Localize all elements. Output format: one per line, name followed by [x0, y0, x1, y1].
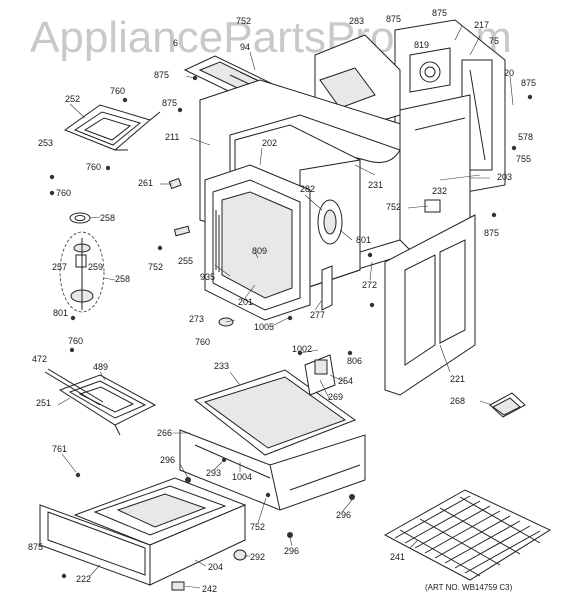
callout-204: 204 — [208, 562, 223, 572]
callout-254: 254 — [338, 376, 353, 386]
callout-472: 472 — [32, 354, 47, 364]
screws — [49, 75, 533, 579]
callout-760: 760 — [86, 162, 101, 172]
oven-light-assembly — [59, 212, 105, 313]
callout-935: 935 — [200, 272, 215, 282]
callout-258: 258 — [100, 213, 115, 223]
leader-lines — [57, 25, 514, 589]
outer-side-panel — [384, 214, 476, 396]
callout-296: 296 — [160, 455, 175, 465]
callout-273: 273 — [189, 314, 204, 324]
callout-578: 578 — [518, 132, 533, 142]
callout-258: 258 — [115, 274, 130, 284]
callout-752: 752 — [386, 202, 401, 212]
callout-875: 875 — [521, 78, 536, 88]
callout-221: 221 — [450, 374, 465, 384]
callout-6: 6 — [173, 38, 178, 48]
callout-752: 752 — [148, 262, 163, 272]
callout-806: 806 — [347, 356, 362, 366]
callout-231: 231 — [368, 180, 383, 190]
callout-282: 282 — [300, 184, 315, 194]
callout-293: 293 — [206, 468, 221, 478]
callout-1002: 1002 — [292, 344, 312, 354]
misc-small-parts — [168, 177, 526, 591]
callout-266: 266 — [157, 428, 172, 438]
bottom-base-pan — [179, 369, 366, 511]
callout-296: 296 — [336, 510, 351, 520]
callout-760: 760 — [56, 188, 71, 198]
callout-268: 268 — [450, 396, 465, 406]
callout-261: 261 — [138, 178, 153, 188]
callout-251: 251 — [36, 398, 51, 408]
callout-875: 875 — [28, 542, 43, 552]
callout-875: 875 — [432, 8, 447, 18]
callout-259: 259 — [88, 262, 103, 272]
callout-233: 233 — [214, 361, 229, 371]
callout-875: 875 — [162, 98, 177, 108]
callout-203: 203 — [497, 172, 512, 182]
oven-front-frame — [204, 164, 311, 321]
callout-94: 94 — [240, 42, 250, 52]
callout-801: 801 — [53, 308, 68, 318]
callout-277: 277 — [310, 310, 325, 320]
broil-element — [63, 104, 161, 151]
callout-292: 292 — [250, 552, 265, 562]
callout-241: 241 — [390, 552, 405, 562]
callout-269: 269 — [328, 392, 343, 402]
callout-819: 819 — [414, 40, 429, 50]
callout-875: 875 — [386, 14, 401, 24]
callout-752: 752 — [250, 522, 265, 532]
callout-252: 252 — [65, 94, 80, 104]
bake-element — [44, 368, 157, 436]
callout-760: 760 — [195, 337, 210, 347]
callout-875: 875 — [154, 70, 169, 80]
callout-labels: 875 875 752 6 94 283 875 875 819 217 75 … — [28, 8, 536, 594]
callout-20: 20 — [504, 68, 514, 78]
callout-752: 752 — [236, 16, 251, 26]
callout-489: 489 — [93, 362, 108, 372]
callout-217: 217 — [474, 20, 489, 30]
storage-drawer — [39, 477, 247, 586]
callout-296: 296 — [284, 546, 299, 556]
callout-257: 257 — [52, 262, 67, 272]
callout-201: 201 — [238, 297, 253, 307]
callout-1005: 1005 — [254, 322, 274, 332]
callout-1004: 1004 — [232, 472, 252, 482]
callout-202: 202 — [262, 138, 277, 148]
callout-242: 242 — [202, 584, 217, 594]
callout-809: 809 — [252, 246, 267, 256]
callout-801: 801 — [356, 235, 371, 245]
oven-rack — [383, 489, 552, 581]
callout-760: 760 — [110, 86, 125, 96]
callout-253: 253 — [38, 138, 53, 148]
callout-232: 232 — [432, 186, 447, 196]
callout-272: 272 — [362, 280, 377, 290]
callout-211: 211 — [165, 132, 179, 142]
callout-875: 875 — [484, 228, 499, 238]
callout-283: 283 — [349, 16, 364, 26]
art-number-label: (ART NO. WB14759 C3) — [425, 583, 513, 592]
callout-755: 755 — [516, 154, 531, 164]
callout-760: 760 — [68, 336, 83, 346]
callout-255: 255 — [178, 256, 193, 266]
callout-75: 75 — [489, 36, 499, 46]
callout-222: 222 — [76, 574, 91, 584]
callout-761: 761 — [52, 444, 67, 454]
